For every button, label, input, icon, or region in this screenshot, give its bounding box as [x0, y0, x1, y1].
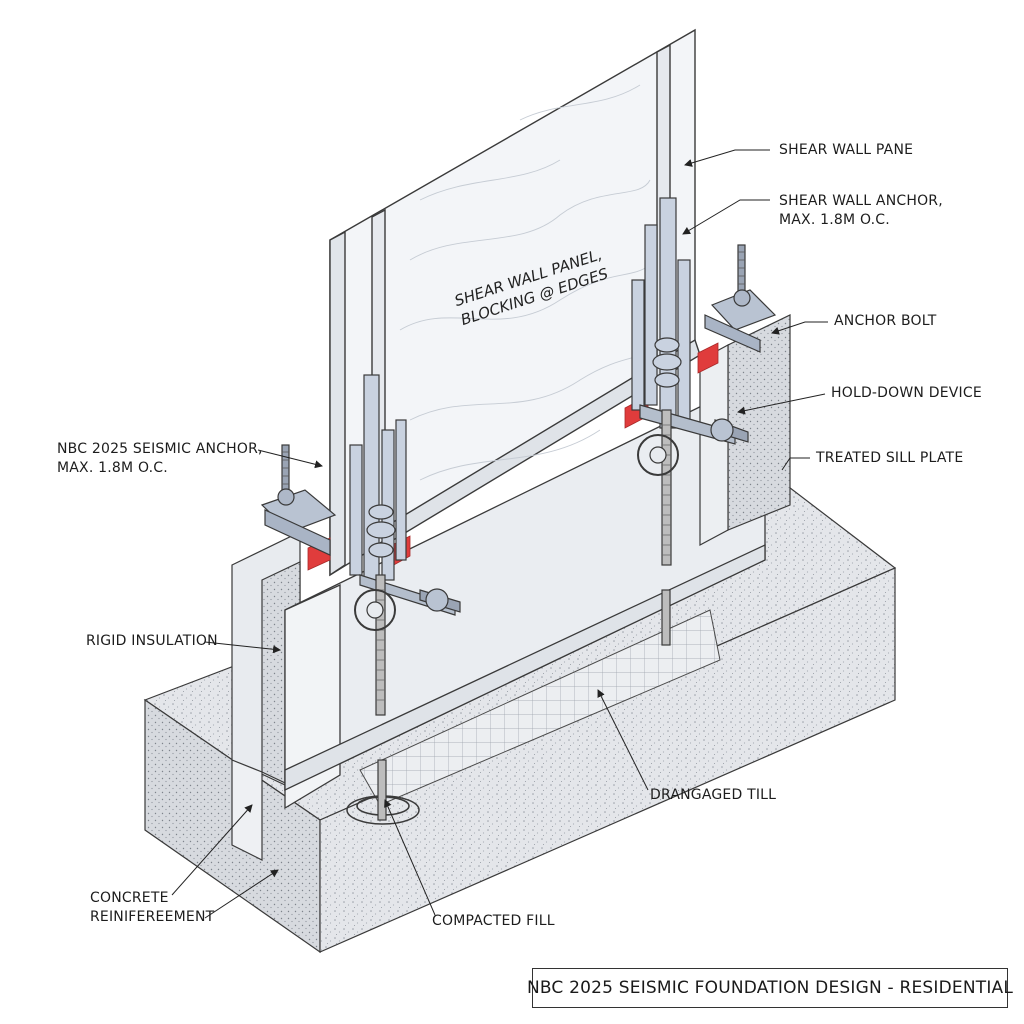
label-hold-down-device: HOLD-DOWN DEVICE: [831, 385, 982, 401]
right-hold-down: [631, 197, 777, 646]
drainage-till-layer: [359, 609, 721, 806]
label-seismic-anchor: NBC 2025 SEISMIC ANCHOR, MAX. 1.8M O.C.: [57, 441, 263, 476]
label-compacted-fill: COMPACTED FILL: [432, 913, 555, 929]
label-shear-wall-anchor: SHEAR WALL ANCHOR, MAX. 1.8M O.C.: [779, 193, 943, 228]
label-treated-sill-plate: TREATED SILL PLATE: [816, 450, 964, 466]
leader-lines: [171, 149, 828, 919]
label-shear-wall-pane: SHEAR WALL PANE: [779, 142, 914, 158]
label-anchor-bolt: ANCHOR BOLT: [834, 313, 937, 329]
label-drainaged-till: DRANGAGED TILL: [650, 787, 777, 803]
stem-wall: [284, 373, 766, 810]
treated-sill-plate: [699, 314, 791, 547]
left-hold-down: [260, 374, 461, 821]
label-rigid-insulation: RIGID INSULATION: [86, 633, 218, 649]
label-concrete-reinforcement: CONCRETE REINIFEREEMENT: [90, 890, 215, 925]
title-block: NBC 2025 SEISMIC FOUNDATION DESIGN - RES…: [527, 968, 1013, 1008]
